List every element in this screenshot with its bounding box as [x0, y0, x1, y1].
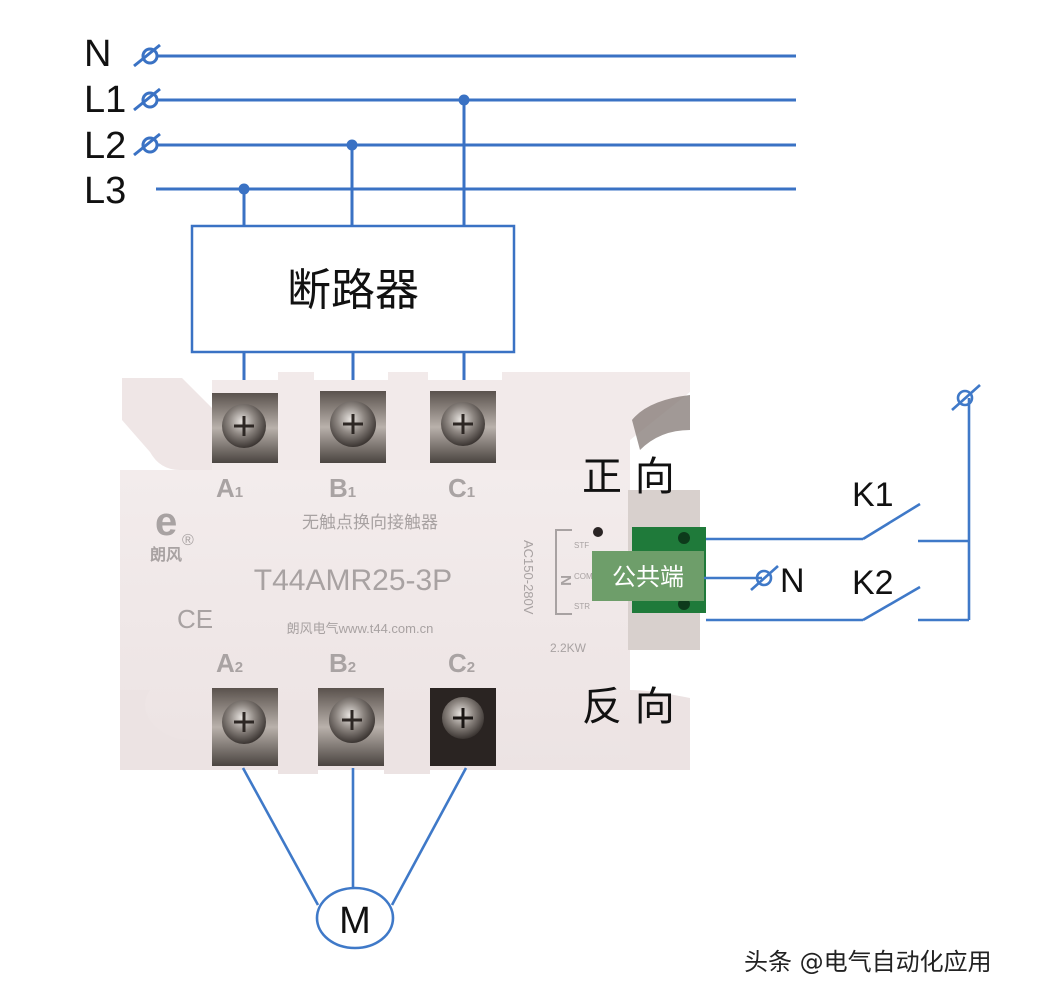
- mount-ear-bottom-right: [630, 690, 690, 770]
- pin-label-str: STR: [574, 602, 590, 611]
- terminal-symbol-supply: [951, 384, 981, 411]
- pin-label-stf: STF: [574, 541, 589, 550]
- common-terminal-label-box: 公共端: [592, 551, 704, 601]
- ce-mark: CE: [177, 604, 213, 634]
- mount-ear-top-left: [122, 378, 212, 470]
- bus-label-n: N: [84, 33, 111, 75]
- terminal-label-a2: A2: [216, 648, 243, 678]
- output-terminal-b2: [318, 688, 384, 766]
- device-title: 无触点换向接触器: [302, 513, 438, 532]
- terminal-label-a1: A1: [216, 473, 243, 503]
- switch-k1-label: K1: [852, 476, 894, 514]
- phillips-cross-icon: [234, 416, 254, 436]
- terminal-label-c2: C2: [448, 648, 475, 678]
- switch-k2-blade: [862, 585, 921, 622]
- notch-shadow-top-right: [632, 395, 690, 450]
- phillips-cross-icon: [234, 712, 254, 732]
- phillips-cross-icon: [453, 708, 473, 728]
- breaker-label: 断路器: [287, 265, 419, 316]
- terminal-symbol-l1: [133, 87, 161, 112]
- terminal-label-b2: B2: [329, 648, 356, 678]
- forward-label: 正 向: [582, 454, 675, 500]
- output-terminal-c2: [430, 688, 496, 766]
- bus-label-l1: L1: [84, 79, 126, 121]
- device-power: 2.2KW: [550, 641, 587, 655]
- phillips-cross-icon: [453, 414, 473, 434]
- bus-label-l3: L3: [84, 170, 126, 212]
- terminal-symbol-l2: [133, 132, 161, 157]
- bus-label-l2: L2: [84, 125, 126, 167]
- device-website: 朗风电气www.t44.com.cn: [287, 621, 434, 636]
- neutral-label: N: [780, 562, 805, 600]
- terminal-label-c1: C1: [448, 473, 475, 503]
- bus-lines: N L1 L2 L3: [84, 33, 796, 226]
- terminal-divider: [384, 700, 430, 774]
- switch-k2-label: K2: [852, 564, 894, 602]
- common-label: 公共端: [612, 563, 684, 591]
- brand-e-icon: e: [155, 500, 177, 544]
- circuit-breaker: 断路器: [190, 224, 516, 392]
- control-wiring: N K1 K2: [704, 384, 981, 622]
- input-terminal-a1: [212, 393, 278, 463]
- brand-logo: e ® 朗风: [150, 500, 194, 564]
- watermark: 头条 @电气自动化应用: [744, 948, 992, 976]
- breaker-box: [190, 224, 516, 354]
- reverse-label: 反 向: [582, 684, 675, 730]
- terminal-divider: [278, 700, 318, 774]
- brand-name: 朗风: [150, 545, 182, 564]
- motor-wiring: M: [241, 767, 468, 950]
- phillips-cross-icon: [343, 414, 363, 434]
- input-terminal-c1: [430, 391, 496, 463]
- motor-symbol: [315, 886, 395, 950]
- common-box: [592, 551, 704, 601]
- indicator-led-icon: [593, 527, 603, 537]
- mount-ear-bottom-left: [120, 690, 212, 770]
- pin-label-com: COM: [574, 572, 593, 581]
- wire-a2-motor: [241, 767, 320, 906]
- terminal-symbol-n: [133, 43, 161, 68]
- output-terminal-a2: [212, 688, 278, 766]
- terminal-label-b1: B1: [329, 473, 356, 503]
- switch-k1-blade: [862, 502, 921, 541]
- device-model: T44AMR25-3P: [254, 564, 452, 597]
- wire-c2-motor: [390, 767, 468, 906]
- control-pin-symbol: N: [557, 575, 574, 586]
- control-pin-diagram: N STF COM STR: [555, 527, 603, 615]
- motor-label: M: [339, 900, 371, 942]
- connector-screw-icon: [678, 532, 690, 544]
- phillips-cross-icon: [342, 710, 362, 730]
- input-terminal-b1: [320, 391, 386, 463]
- contactor-device: A1 B1 C1 e ® 朗风 无触点换向接触器 T44AMR25-3P CE …: [120, 372, 706, 774]
- registered-mark: ®: [182, 532, 194, 549]
- terminal-symbol-neutral: [750, 565, 779, 591]
- device-voltage: AC150-280V: [521, 540, 536, 615]
